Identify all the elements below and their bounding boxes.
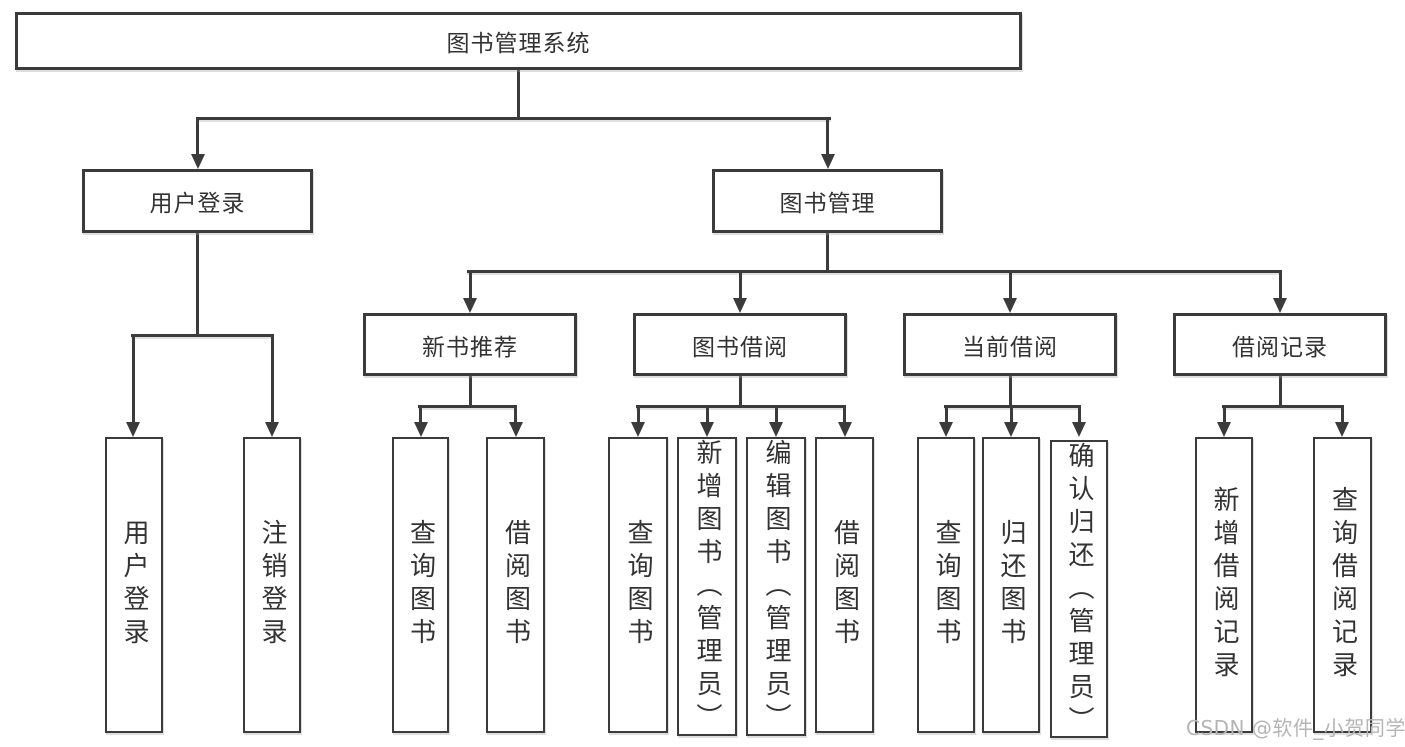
- leaf-bb-edit-books-admin: 编辑图书（管理员）: [746, 437, 806, 736]
- connector-line: [944, 405, 1081, 408]
- connector-line: [419, 405, 422, 423]
- arrow-down-icon: [126, 422, 140, 437]
- connector-line: [1222, 405, 1344, 408]
- leaf-cb-query-books: 查询图书: [917, 437, 975, 733]
- leaf-br-query-borrow-record: 查询借阅记录: [1313, 437, 1372, 733]
- connector-line: [196, 117, 199, 155]
- leaf-bb-add-books-admin: 新增图书（管理员）: [677, 437, 737, 736]
- arrow-down-icon: [265, 422, 279, 437]
- leaf-logout: 注销登录: [243, 437, 301, 733]
- connector-line: [1222, 405, 1226, 423]
- leaf-nbr-borrow-books: 借阅图书: [486, 437, 545, 733]
- connector-line: [270, 334, 274, 423]
- arrow-down-icon: [631, 422, 645, 437]
- connector-line: [196, 233, 199, 337]
- connector-line: [1009, 405, 1013, 423]
- leaf-br-add-borrow-record: 新增借阅记录: [1195, 437, 1253, 733]
- leaf-nbr-query-books: 查询图书: [392, 437, 449, 733]
- arrow-down-icon: [1004, 422, 1018, 437]
- connector-line: [738, 376, 742, 408]
- arrow-down-icon: [463, 298, 477, 313]
- arrow-down-icon: [190, 154, 205, 169]
- arrow-down-icon: [1217, 422, 1231, 437]
- connector-line: [1278, 270, 1282, 299]
- arrow-down-icon: [1335, 422, 1349, 437]
- leaf-cb-confirm-return-admin: 确认归还（管理员）: [1050, 440, 1108, 739]
- node-borrowing-records: 借阅记录: [1173, 313, 1387, 376]
- arrow-down-icon: [820, 154, 835, 169]
- leaf-user-login: 用户登录: [105, 437, 163, 733]
- connector-line: [636, 405, 640, 423]
- connector-line: [843, 405, 846, 423]
- connector-line: [131, 334, 274, 337]
- node-current-borrowing: 当前借阅: [903, 313, 1117, 376]
- connector-line: [1008, 376, 1012, 408]
- arrow-down-icon: [508, 422, 523, 437]
- connector-line: [131, 334, 135, 423]
- connector-line: [196, 117, 831, 120]
- connector-line: [517, 70, 520, 119]
- node-library-management-system: 图书管理系统: [15, 12, 1022, 70]
- arrow-down-icon: [769, 422, 783, 437]
- arrow-down-icon: [1072, 422, 1086, 437]
- connector-line: [468, 270, 472, 299]
- arrow-down-icon: [939, 422, 953, 437]
- connector-line: [1077, 405, 1081, 423]
- leaf-bb-borrow-books: 借阅图书: [815, 437, 874, 733]
- connector-line: [1340, 405, 1344, 423]
- arrow-down-icon: [837, 422, 852, 437]
- arrow-down-icon: [700, 422, 714, 437]
- arrow-down-icon: [413, 422, 428, 437]
- arrow-down-icon: [1273, 298, 1287, 313]
- node-book-management: 图书管理: [712, 169, 943, 233]
- arrow-down-icon: [733, 298, 747, 313]
- connector-line: [1278, 376, 1282, 408]
- connector-line: [774, 405, 778, 423]
- connector-line: [826, 117, 829, 155]
- connector-line: [826, 233, 829, 273]
- connector-line: [418, 405, 517, 408]
- connector-line: [514, 405, 517, 423]
- connector-line: [944, 405, 948, 423]
- leaf-cb-return-books: 归还图书: [982, 437, 1040, 733]
- connector-line: [467, 270, 1282, 273]
- node-new-book-recommendation: 新书推荐: [363, 313, 577, 376]
- connector-line: [738, 270, 742, 299]
- arrow-down-icon: [1003, 298, 1017, 313]
- connector-line: [468, 376, 472, 408]
- node-book-borrowing: 图书借阅: [633, 313, 847, 376]
- connector-line: [636, 405, 846, 408]
- csdn-watermark: CSDN @软件_小贺同学: [1186, 716, 1405, 740]
- node-user-login: 用户登录: [82, 169, 313, 233]
- connector-line: [1008, 270, 1012, 299]
- connector-line: [705, 405, 709, 423]
- leaf-bb-query-books: 查询图书: [608, 437, 668, 733]
